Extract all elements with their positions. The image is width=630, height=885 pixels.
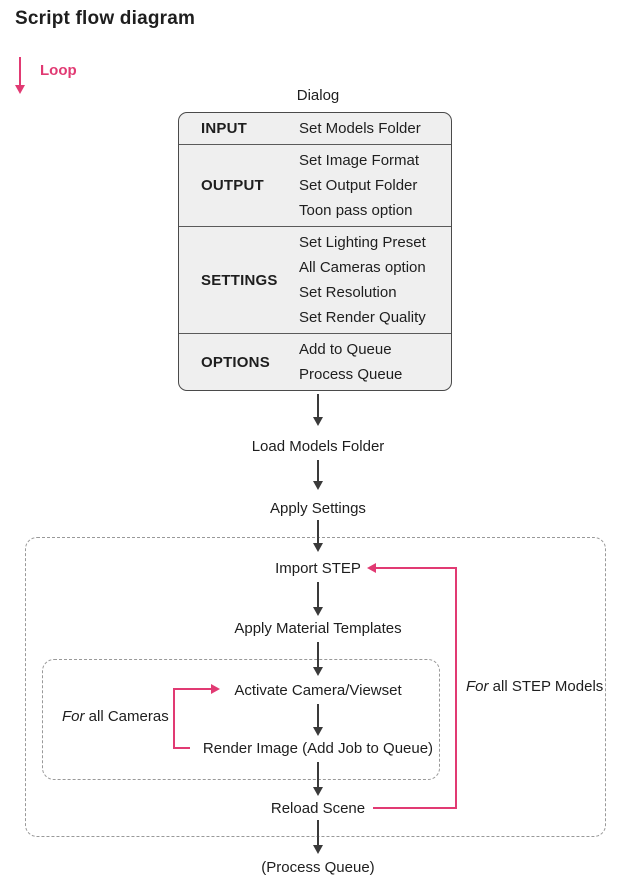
dialog-row-items: Set Image Format Set Output Folder Toon … (299, 148, 451, 223)
arrow-down-icon (313, 520, 323, 552)
arrow-down-icon (313, 642, 323, 676)
cameras-loop-line (173, 688, 175, 749)
step-import-step: Import STEP (275, 560, 361, 577)
arrow-down-icon (313, 582, 323, 616)
dialog-item: Process Queue (299, 366, 403, 383)
dialog-item: Set Image Format (299, 152, 420, 169)
arrow-down-icon (313, 762, 323, 796)
dialog-row-items: Set Lighting Preset All Cameras option S… (299, 230, 451, 330)
dialog-row-options: OPTIONS Add to Queue Process Queue (179, 334, 451, 390)
cameras-loop-line (173, 688, 212, 690)
for-all-cameras-prefix: For (62, 708, 85, 725)
dialog-label: Dialog (296, 87, 340, 104)
dialog-box: INPUT Set Models Folder OUTPUT Set Image… (178, 112, 452, 391)
loop-legend-arrow-head-icon (15, 85, 25, 94)
dialog-row-label: SETTINGS (201, 271, 278, 289)
dialog-item: Set Resolution (299, 284, 397, 301)
step-models-loop-line (373, 807, 457, 809)
for-all-step-models-label: For all STEP Models (466, 678, 603, 695)
dialog-row-label: OPTIONS (201, 353, 270, 371)
dialog-item: Set Render Quality (299, 309, 426, 326)
arrow-down-icon (313, 704, 323, 736)
step-activate-camera-viewset: Activate Camera/Viewset (234, 682, 402, 699)
step-reload-scene: Reload Scene (270, 800, 366, 817)
arrow-down-icon (313, 394, 323, 426)
cameras-loop-line (173, 747, 190, 749)
dialog-item: Set Models Folder (299, 120, 421, 137)
loop-legend-label: Loop (40, 62, 77, 79)
dialog-row-label: INPUT (201, 120, 247, 137)
arrow-down-icon (313, 820, 323, 854)
dialog-item: Add to Queue (299, 341, 392, 358)
for-all-cameras-label: For all Cameras (62, 708, 169, 725)
loop-legend-arrow-line (19, 57, 21, 85)
dialog-row-items: Add to Queue Process Queue (299, 337, 451, 387)
step-process-queue: (Process Queue) (261, 859, 375, 876)
dialog-item: Toon pass option (299, 202, 413, 219)
dialog-item: All Cameras option (299, 259, 426, 276)
arrow-down-icon (313, 460, 323, 490)
cameras-loop-box (42, 659, 440, 780)
page-title: Script flow diagram (15, 8, 196, 29)
step-models-loop-arrow-head-icon (367, 563, 376, 573)
dialog-row-label: OUTPUT (201, 177, 264, 194)
cameras-loop-arrow-head-icon (211, 684, 220, 694)
step-apply-settings: Apply Settings (270, 500, 366, 517)
step-render-image: Render Image (Add Job to Queue) (202, 740, 434, 757)
for-all-cameras-text: all Cameras (84, 708, 169, 725)
dialog-row-input: INPUT Set Models Folder (179, 113, 451, 145)
step-models-loop-line (376, 567, 457, 569)
dialog-row-items: Set Models Folder (299, 116, 451, 141)
for-all-step-models-text: all STEP Models (488, 678, 604, 695)
step-load-models-folder: Load Models Folder (251, 438, 385, 455)
step-models-loop-line (455, 567, 457, 809)
step-apply-material-templates: Apply Material Templates (234, 620, 402, 637)
dialog-row-settings: SETTINGS Set Lighting Preset All Cameras… (179, 227, 451, 334)
for-all-step-models-prefix: For (466, 678, 489, 695)
step-models-loop-box (25, 537, 606, 837)
dialog-row-output: OUTPUT Set Image Format Set Output Folde… (179, 145, 451, 227)
dialog-item: Set Lighting Preset (299, 234, 426, 251)
dialog-item: Set Output Folder (299, 177, 418, 194)
